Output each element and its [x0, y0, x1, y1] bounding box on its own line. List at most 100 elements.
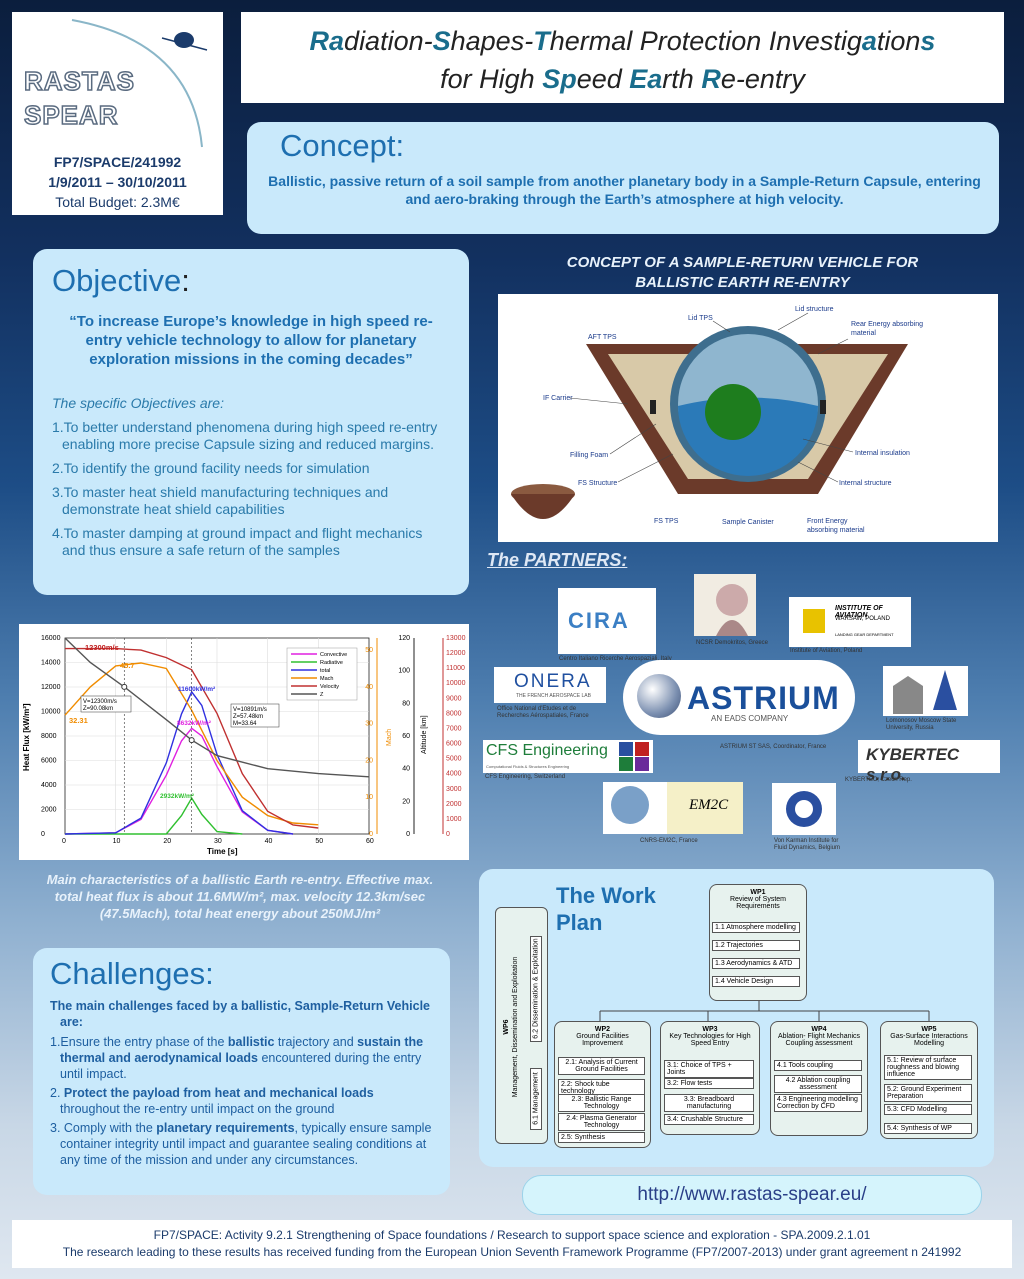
msu-label: Lomonosov Moscow State University, Russi… [886, 718, 956, 732]
challenges-intro: The main challenges faced by a ballistic… [50, 999, 430, 1029]
y-tick-label: 6000 [41, 758, 57, 765]
vki-logo [772, 783, 836, 835]
msu-logo [883, 666, 968, 716]
astrium-logo-text: ASTRIUM [687, 680, 840, 716]
demokritos-logo [694, 574, 756, 636]
poster-title: Radiation-Shapes-Thermal Protection Inve… [241, 12, 1004, 103]
challenge-text: encountered during the entry until impac… [60, 1051, 422, 1081]
velocity-tick-label: 2000 [446, 801, 462, 808]
series-line-radiative [65, 796, 243, 835]
ioa-logo-text-2: WARSAW, POLAND [835, 616, 890, 622]
legend-box [286, 647, 358, 701]
logo-emblem [71, 19, 208, 148]
challenge-item-1: 1.Ensure the entry phase of the ballisti… [50, 1034, 435, 1082]
x-tick-label: 50 [315, 838, 323, 845]
annotation: 11600kW/m² [178, 686, 216, 693]
objective-panel: Objective: “To increase Europe’s knowled… [33, 249, 469, 595]
wp5-item: 5.4: Synthesis of WP [884, 1123, 972, 1134]
vehicle-caption-line: CONCEPT OF A SAMPLE-RETURN VEHICLE FOR [566, 254, 919, 271]
x-tick-label: 40 [265, 838, 273, 845]
ioa-logo-text: INSTITUTE OF AVIATION [835, 605, 883, 619]
concept-text: Ballistic, passive return of a soil samp… [268, 173, 981, 207]
label-lid-structure: Lid structure [795, 306, 834, 313]
footer-line1: FP7/SPACE: Activity 9.2.1 Strengthening … [153, 1228, 871, 1242]
objective-item: 1.To better understand phenomena during … [52, 419, 438, 452]
vehicle-svg: Lid structure Lid TPS Rear Energy absorb… [511, 306, 923, 534]
challenge-text: throughout the re-entry until impact on … [60, 1102, 335, 1116]
challenges-panel: Challenges: The main challenges faced by… [33, 948, 450, 1195]
objective-heading: Objective: [52, 263, 190, 299]
label-lid-tps: Lid TPS [688, 315, 713, 322]
workplan-panel: The Work Plan WP6 Management, Disseminat… [479, 869, 994, 1167]
wp5-item: 5.2: Ground Experiment Preparation [884, 1084, 972, 1102]
workplan-connectors [599, 999, 930, 1021]
website-link[interactable]: http://www.rastas-spear.eu/ [522, 1175, 982, 1215]
onera-label: Office National d'Etudes et de Recherche… [497, 706, 589, 720]
wp1-title: WP1 [750, 889, 766, 896]
annotation: Z=57.48km [233, 714, 263, 720]
x-tick-label: 10 [113, 838, 121, 845]
workplan-heading-line: Plan [556, 910, 603, 935]
velocity-tick-label: 3000 [446, 786, 462, 793]
mach-axis-label: Mach [386, 729, 393, 746]
challenge-text: trajectory and [274, 1035, 358, 1049]
velocity-tick-label: 12000 [446, 650, 466, 657]
vehicle-caption-line: BALLISTIC EARTH RE-ENTRY [635, 274, 850, 291]
challenge-text: , typically ensure sample container inte… [60, 1121, 432, 1167]
title-frag: eed [576, 64, 630, 94]
wp3-title: WP3 [702, 1026, 718, 1033]
vehicle-caption: CONCEPT OF A SAMPLE-RETURN VEHICLE FOR B… [490, 253, 995, 293]
project-info: FP7/SPACE/241992 1/9/2011 – 30/10/2011 T… [12, 152, 223, 212]
alt-tick-label: 20 [402, 798, 410, 805]
mach-tick-label: 50 [365, 647, 373, 654]
onera-tagline: THE FRENCH AEROSPACE LAB [516, 693, 591, 699]
objective-quote: “To increase Europe’s knowledge in high … [69, 313, 433, 368]
annotation: 45.7 [120, 661, 135, 670]
label-fs-structure: FS Structure [578, 480, 617, 487]
velocity-tick-label: 6000 [446, 741, 462, 748]
wp1-item: 1.2 Trajectories [712, 940, 800, 951]
wp1-sub: Review of System Requirements [729, 896, 787, 910]
challenge-item-2: 2. Protect the payload from heat and mec… [50, 1085, 435, 1117]
challenge-emph: Protect the payload from heat and mechan… [63, 1086, 374, 1100]
marker-point [188, 737, 195, 744]
ioa-logo-text-3: LANDING GEAR DEPARTMENT [835, 632, 894, 637]
objective-colon: : [181, 263, 190, 298]
vki-label-line: Von Karman Institute for [774, 838, 839, 844]
annotation-box [80, 695, 132, 713]
label-rear-energy-2: material [851, 330, 876, 337]
annotation: 2932kW/m² [160, 793, 195, 800]
velocity-tick-label: 5000 [446, 756, 462, 763]
annotation: Z=90.08km [83, 706, 113, 712]
wp3-box: WP3 Key Technologies for High Speed Entr… [660, 1021, 760, 1135]
wp5-item: 5.1: Review of surface roughness and blo… [884, 1055, 972, 1080]
series-line-velocity [65, 647, 319, 829]
wp5-item: 5.3: CFD Modelling [884, 1104, 972, 1115]
annotation: 8632kW/m² [177, 720, 212, 727]
wp3-item: 3.1: Choice of TPS + Joints [664, 1060, 754, 1078]
y-tick-label: 14000 [41, 660, 61, 667]
onera-logo: ONERA THE FRENCH AEROSPACE LAB [494, 667, 606, 703]
annotation: 32.31 [69, 716, 88, 725]
alt-tick-label: 40 [402, 766, 410, 773]
alt-axis-label: Altitude [km] [421, 715, 428, 754]
cfs-tagline: Computational Fluids & Structures Engine… [486, 764, 570, 769]
challenge-emph: ballistic [227, 1035, 275, 1049]
label-internal-insulation: Internal insulation [855, 450, 910, 457]
legend-entry: Velocity [320, 684, 339, 690]
wp62-box: 6.2 Dissemination & Exploitation [530, 936, 542, 1042]
wp3-sub: Key Technologies for High Speed Entry [669, 1033, 751, 1047]
onera-label-line: Office National d'Etudes et de [497, 706, 577, 712]
alt-tick-label: 120 [398, 635, 410, 642]
footer: FP7/SPACE: Activity 9.2.1 Strengthening … [12, 1220, 1012, 1268]
em2c-logo-text: EM2C [689, 797, 729, 813]
label-fs-tps: FS TPS [654, 518, 679, 525]
wp5-box: WP5 Gas-Surface Interactions Modelling 5… [880, 1021, 978, 1139]
annotation: V=12300m/s [83, 699, 117, 705]
objective-item: 3.To master heat shield manufacturing te… [52, 484, 389, 517]
alt-tick-label: 80 [402, 700, 410, 707]
velocity-tick-label: 8000 [446, 710, 462, 717]
title-frag: Ea [629, 64, 663, 94]
wp4-item: 4.3 Engineering modelling Correction by … [774, 1094, 862, 1112]
wp2-title: WP2 [594, 1026, 611, 1033]
